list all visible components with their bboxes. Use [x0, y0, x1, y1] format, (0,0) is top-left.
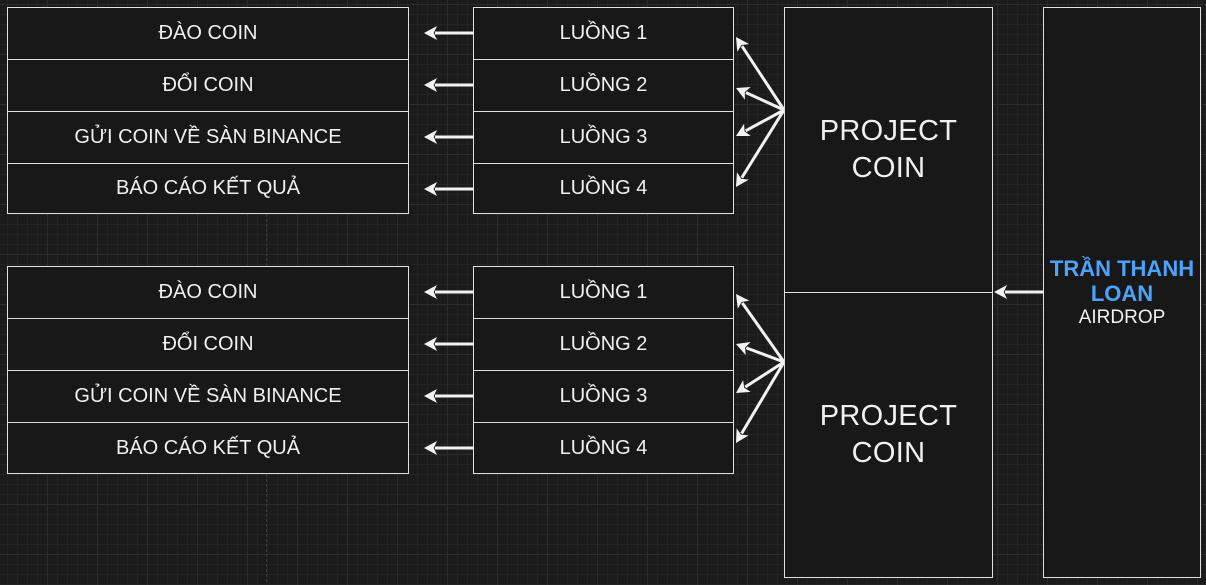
project-to-thread-arrow [736, 37, 786, 111]
task-label: ĐỔI COIN [162, 74, 254, 96]
thread-box-1[interactable]: LUỒNG 1 [473, 266, 734, 319]
author-box[interactable]: TRẦN THANH LOAN AIRDROP [1043, 7, 1201, 578]
thread-box-3[interactable]: LUỒNG 3 [473, 111, 734, 164]
task-box-dao-coin[interactable]: ĐÀO COIN [7, 266, 409, 319]
project-to-thread-arrow-line [741, 302, 786, 363]
project-label-line: COIN [851, 152, 926, 184]
task-label: BÁO CÁO KẾT QUẢ [115, 177, 301, 199]
thread-to-task-arrow [424, 285, 473, 299]
author-to-project-arrow [994, 285, 1043, 299]
thread-label: LUỒNG 4 [559, 436, 648, 459]
project-to-thread-arrow-head [736, 294, 750, 309]
task-label: GỬI COIN VỀ SÀN BINANCE [74, 385, 342, 407]
project-to-thread-arrow-line [744, 360, 785, 389]
task-box-bao-cao[interactable]: BÁO CÁO KẾT QUẢ [7, 163, 409, 214]
project-to-thread-arrow [736, 361, 786, 443]
task-box-gui-coin[interactable]: GỬI COIN VỀ SÀN BINANCE [7, 111, 409, 164]
thread-box-4[interactable]: LUỒNG 4 [473, 422, 734, 474]
thread-to-task-arrow [424, 130, 473, 144]
thread-box-3[interactable]: LUỒNG 3 [473, 370, 734, 423]
project-label-line: PROJECT [819, 115, 958, 147]
project-to-thread-arrow [736, 108, 785, 136]
project-to-thread-arrow-head [736, 123, 751, 136]
grid-guide-line [266, 474, 267, 582]
thread-to-task-arrow [424, 26, 473, 40]
thread-label: LUỒNG 2 [559, 333, 648, 355]
thread-to-task-arrow-head [424, 389, 437, 403]
thread-to-task-arrow [424, 78, 473, 92]
thread-to-task-arrow-head [424, 182, 437, 196]
task-box-gui-coin[interactable]: GỬI COIN VỀ SÀN BINANCE [7, 370, 409, 423]
project-label: PROJECT COIN [820, 398, 957, 472]
project-to-thread-arrow-head [736, 342, 751, 356]
thread-to-task-arrow-head [424, 441, 437, 455]
thread-label: LUỒNG 1 [559, 22, 648, 44]
thread-to-task-arrow-head [424, 78, 437, 92]
thread-to-task-arrow-head [424, 26, 437, 40]
task-box-dao-coin[interactable]: ĐÀO COIN [7, 7, 409, 60]
project-to-thread-arrow [736, 294, 786, 363]
thread-to-task-arrow [424, 389, 473, 403]
project-to-thread-arrow [736, 87, 785, 112]
thread-to-task-arrow-head [424, 285, 437, 299]
project-to-thread-arrow [736, 360, 785, 393]
thread-box-2[interactable]: LUỒNG 2 [473, 318, 734, 371]
author-name: TRẦN THANH LOAN [1049, 255, 1195, 306]
thread-box-4[interactable]: LUỒNG 4 [473, 163, 734, 214]
author-subtitle: AIRDROP [1078, 306, 1166, 328]
project-to-thread-arrow-head [736, 428, 749, 443]
thread-box-1[interactable]: LUỒNG 1 [473, 7, 734, 60]
project-to-thread-arrow [736, 109, 786, 187]
thread-to-task-arrow [424, 337, 473, 351]
task-label: ĐÀO COIN [158, 281, 258, 303]
author-to-project-arrow-head [994, 285, 1007, 299]
task-box-doi-coin[interactable]: ĐỔI COIN [7, 59, 409, 112]
project-to-thread-arrow-line [745, 91, 785, 112]
task-label: GỬI COIN VỀ SÀN BINANCE [74, 126, 342, 148]
thread-to-task-arrow-head [424, 130, 437, 144]
project-to-thread-arrow [736, 342, 785, 364]
project-to-thread-arrow-head [736, 37, 749, 52]
project-to-thread-arrow-head [736, 380, 751, 393]
thread-label: LUỒNG 2 [559, 74, 648, 96]
thread-to-task-arrow [424, 182, 473, 196]
project-to-thread-arrow-line [740, 361, 786, 435]
project-label: PROJECT COIN [820, 113, 957, 187]
project-to-thread-arrow-line [740, 109, 786, 179]
task-label: ĐỔI COIN [162, 333, 254, 355]
thread-label: LUỒNG 3 [559, 385, 648, 407]
project-to-thread-arrow-head [736, 172, 749, 187]
task-label: ĐÀO COIN [158, 22, 258, 44]
thread-label: LUỒNG 4 [559, 177, 648, 199]
project-coin-box-1[interactable]: PROJECT COIN [784, 7, 993, 293]
task-box-doi-coin[interactable]: ĐỔI COIN [7, 318, 409, 371]
thread-label: LUỒNG 3 [559, 126, 648, 148]
project-label-line: PROJECT [819, 400, 958, 432]
thread-to-task-arrow [424, 441, 473, 455]
task-label: BÁO CÁO KẾT QUẢ [115, 436, 301, 459]
grid-guide-line [266, 214, 267, 266]
thread-label: LUỒNG 1 [559, 281, 648, 303]
thread-to-task-arrow-head [424, 337, 437, 351]
project-coin-box-2[interactable]: PROJECT COIN [784, 292, 993, 578]
project-to-thread-arrow-line [745, 346, 785, 364]
project-to-thread-arrow-line [744, 108, 785, 133]
project-to-thread-arrow-line [740, 45, 786, 111]
project-label-line: COIN [851, 437, 926, 469]
task-box-bao-cao[interactable]: BÁO CÁO KẾT QUẢ [7, 422, 409, 474]
thread-box-2[interactable]: LUỒNG 2 [473, 59, 734, 112]
project-to-thread-arrow-head [736, 87, 751, 100]
